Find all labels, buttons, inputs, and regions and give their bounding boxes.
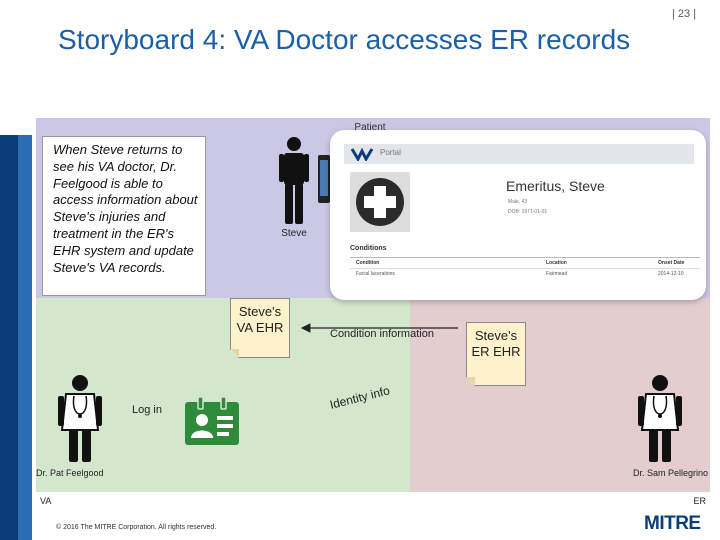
steve-label: Steve [281,228,307,239]
divider [350,268,700,269]
va-doctor-label: Dr. Pat Feelgood [36,468,104,478]
portal-header: Portal [344,144,694,164]
page-number: | 23 | [672,8,697,20]
er-ehr-box: Steve's ER EHR [466,322,526,386]
patient-region-label: Patient [354,122,386,133]
patient-sex: Male, 43 [508,199,528,205]
steve-person-icon [278,136,310,226]
column-header-location: Location [546,260,567,266]
er-ehr-fold [466,377,475,386]
table-cell-location: Fairmead [546,271,568,277]
table-cell-onset-date: 2014-12-10 [658,271,684,277]
va-ehr-fold [230,349,239,358]
va-ehr-box: Steve's VA EHR [230,298,290,358]
conditions-heading: Conditions [350,245,387,252]
va-logo-icon [350,147,374,161]
copyright-text: © 2016 The MITRE Corporation. All rights… [56,524,217,531]
portal-header-text: Portal [380,148,401,157]
divider [350,257,700,258]
patient-name: Emeritus, Steve [506,178,605,194]
log-in-label: Log in [132,404,162,416]
er-doctor-icon [636,374,684,464]
medical-cross-icon [350,172,410,232]
callout-text-box: When Steve returns to see his VA doctor,… [42,136,206,296]
er-region-label: ER [693,496,706,506]
va-region-label: VA [40,496,52,506]
va-doctor-icon [56,374,104,464]
va-region [36,298,410,492]
phone-screen [320,160,328,196]
condition-information-label: Condition information [330,328,434,340]
sidebar-bar [0,135,18,540]
column-header-condition: Condition [356,260,380,266]
slide-title: Storyboard 4: VA Doctor accesses ER reco… [58,24,631,55]
sidebar-bar-light [18,135,32,540]
id-card-icon [184,396,240,446]
column-header-onset-date: Onset Date [658,260,685,266]
table-cell-condition: Facial lacerations [356,271,395,277]
er-doctor-label: Dr. Sam Pellegrino [632,468,708,478]
mitre-logo: MITRE [644,513,701,534]
patient-dob: DOB: 1971-01-01 [508,209,548,215]
patient-portal-window: Portal Emeritus, Steve Male, 43 DOB: 197… [330,130,706,300]
